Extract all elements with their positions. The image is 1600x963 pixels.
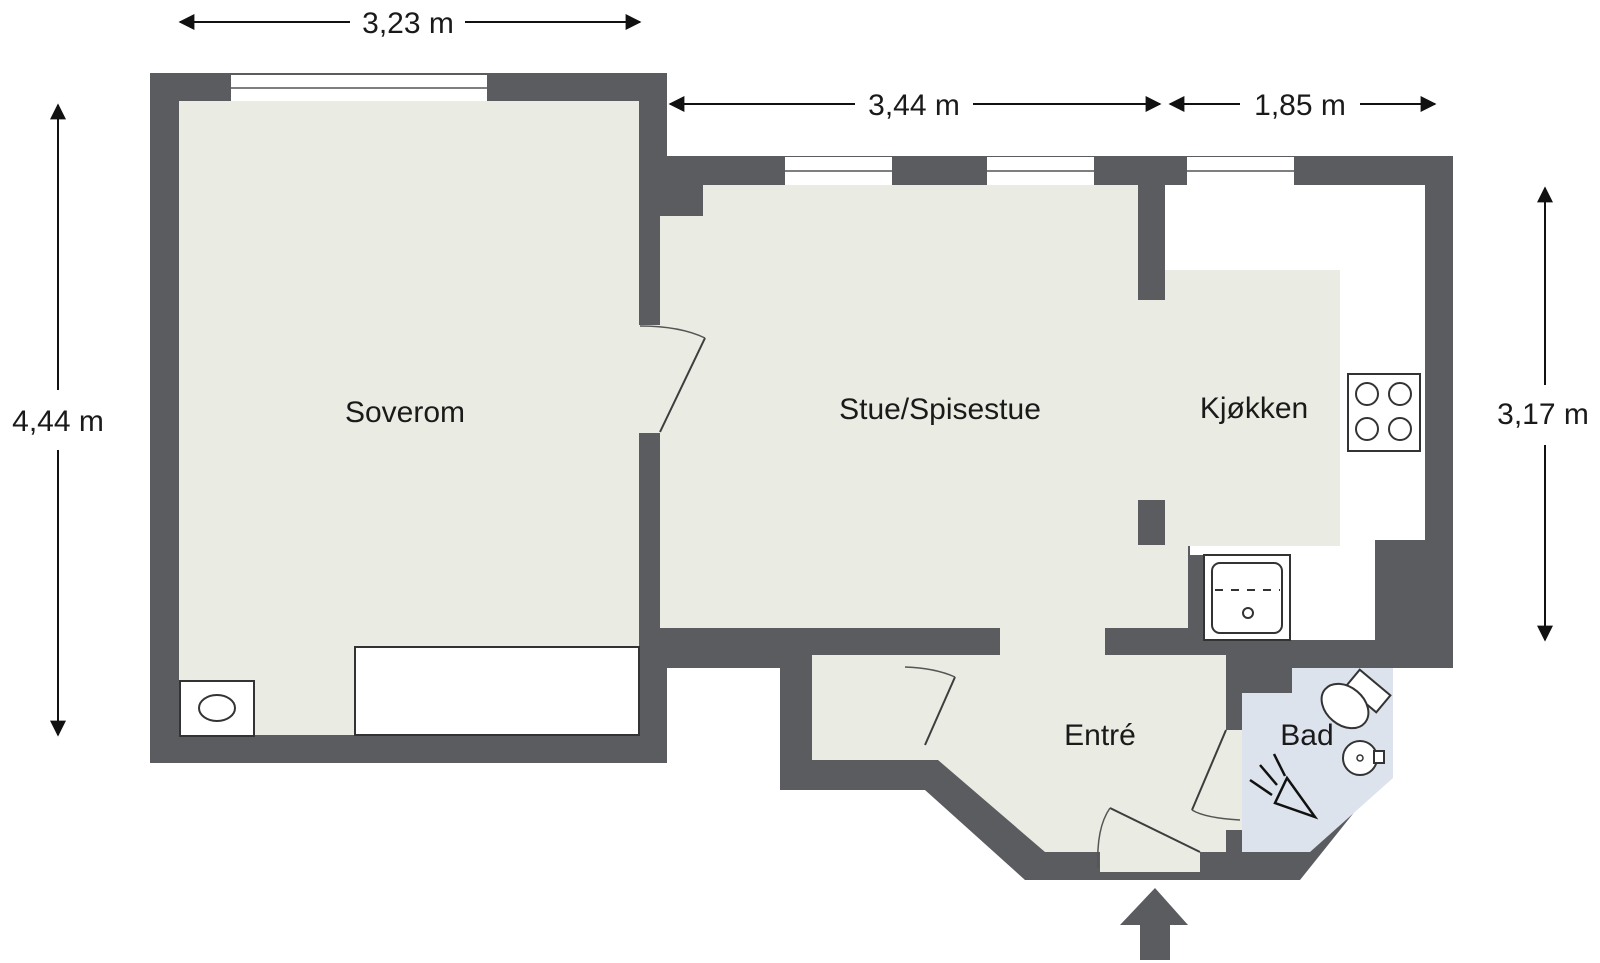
washing-machine-icon <box>179 680 255 737</box>
room-label-bad: Bad <box>1280 719 1333 752</box>
dimension-label-3-44: 3,44 m <box>868 89 960 122</box>
dimension-label-3-23: 3,23 m <box>362 7 454 40</box>
room-label-soverom: Soverom <box>345 396 465 429</box>
doors <box>639 300 1242 872</box>
floors <box>179 101 1425 868</box>
sink-icon <box>1203 554 1291 641</box>
room-label-kjokken: Kjøkken <box>1200 392 1308 425</box>
dimension-left: 4,44 m <box>12 103 104 737</box>
dimension-label-1-85: 1,85 m <box>1254 89 1346 122</box>
dimension-top-left: 3,23 m <box>178 7 642 40</box>
room-label-entre: Entré <box>1064 719 1136 752</box>
dimension-label-3-17: 3,17 m <box>1497 398 1589 431</box>
dimension-top-mid: 3,44 m <box>668 89 1162 122</box>
room-soverom-floor <box>179 101 639 735</box>
toilet-icon <box>1320 668 1392 730</box>
dimension-top-right: 1,85 m <box>1168 89 1437 122</box>
entrance-arrow-icon <box>1120 888 1188 960</box>
dimension-label-4-44: 4,44 m <box>12 405 104 438</box>
dimension-right: 3,17 m <box>1497 186 1589 642</box>
wardrobe-icon <box>354 646 640 736</box>
stove-icon <box>1347 373 1421 452</box>
room-stue-floor <box>660 185 1188 628</box>
shower-icon <box>1249 753 1319 820</box>
windows <box>231 75 1294 185</box>
room-label-stue: Stue/Spisestue <box>839 393 1041 426</box>
washbasin-icon <box>1342 740 1385 776</box>
room-entre-floor <box>924 655 1226 868</box>
